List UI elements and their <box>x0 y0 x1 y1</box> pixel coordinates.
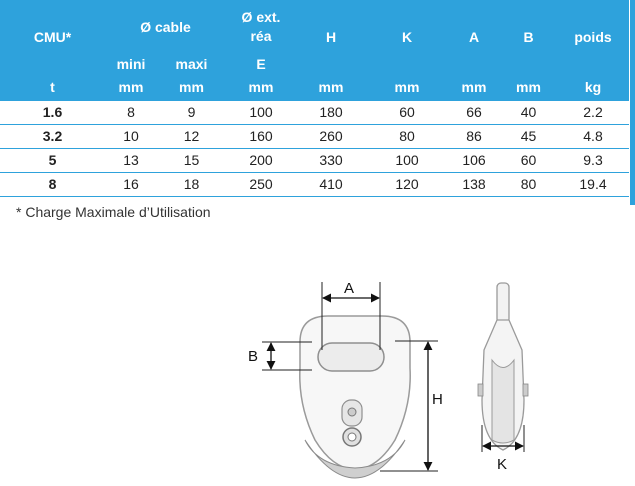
cell-cmu: 3.2 <box>0 124 105 149</box>
cell-ext: 160 <box>226 124 296 149</box>
pulley-slot <box>317 342 385 372</box>
unit-a: mm <box>448 74 500 100</box>
header-cable: Ø cable <box>105 0 226 53</box>
pulley-sheave-rim <box>304 439 406 479</box>
pulley-axle-center <box>347 432 357 442</box>
cell-maxi: 15 <box>157 148 226 173</box>
dimension-h-label: H <box>432 391 443 408</box>
cell-poids: 4.8 <box>557 124 629 149</box>
table-row: 3.2 10 12 160 260 80 86 45 4.8 <box>0 124 629 149</box>
dimension-h: H <box>380 340 443 472</box>
side-nut-right <box>522 383 529 397</box>
header-mini: mini <box>105 53 157 74</box>
pulley-side-view <box>477 282 529 451</box>
header-cmu: CMU* <box>0 0 105 74</box>
cell-k: 80 <box>366 124 448 149</box>
pulley-lock-pin <box>347 407 357 417</box>
cell-mini: 16 <box>105 172 157 197</box>
dimension-a-label: A <box>344 280 354 297</box>
table-edge-bar <box>630 0 635 205</box>
header-ext: Ø ext. réa <box>226 0 296 53</box>
footnote: * Charge Maximale d’Utilisation <box>16 204 211 220</box>
dimension-k-label: K <box>497 456 507 473</box>
unit-b: mm <box>500 74 557 100</box>
dimension-k: K <box>481 425 525 473</box>
cell-maxi: 9 <box>157 99 226 125</box>
header-ext-line3: E <box>226 53 296 74</box>
cell-ext: 200 <box>226 148 296 173</box>
table-row: 5 13 15 200 330 100 106 60 9.3 <box>0 148 629 173</box>
table-row: 1.6 8 9 100 180 60 66 40 2.2 <box>0 99 629 125</box>
side-nut-left <box>477 383 484 397</box>
unit-poids: kg <box>557 74 629 100</box>
header-h: H <box>296 0 366 74</box>
cell-h: 410 <box>296 172 366 197</box>
header-b: B <box>500 0 557 74</box>
cell-ext: 100 <box>226 99 296 125</box>
unit-mini: mm <box>105 74 157 100</box>
cell-mini: 8 <box>105 99 157 125</box>
header-ext-line1: Ø ext. <box>241 8 281 25</box>
pulley-front-view <box>299 315 411 479</box>
header-k: K <box>366 0 448 74</box>
header-ext-line2: réa <box>250 27 272 44</box>
header-poids: poids <box>557 0 629 74</box>
dimension-b-label: B <box>248 348 258 365</box>
cell-a: 86 <box>448 124 500 149</box>
spec-table: CMU* Ø cable Ø ext. réa H K A B poids mi… <box>0 0 629 197</box>
unit-cmu: t <box>0 74 105 100</box>
dimension-a: A <box>321 280 381 350</box>
cell-cmu: 5 <box>0 148 105 173</box>
unit-h: mm <box>296 74 366 100</box>
pulley-body-outline <box>299 315 411 471</box>
cell-b: 80 <box>500 172 557 197</box>
cell-poids: 9.3 <box>557 148 629 173</box>
cell-h: 330 <box>296 148 366 173</box>
cell-b: 45 <box>500 124 557 149</box>
cell-k: 100 <box>366 148 448 173</box>
unit-ext: mm <box>226 74 296 100</box>
unit-maxi: mm <box>157 74 226 100</box>
cell-maxi: 18 <box>157 172 226 197</box>
unit-k: mm <box>366 74 448 100</box>
cell-cmu: 8 <box>0 172 105 197</box>
cell-maxi: 12 <box>157 124 226 149</box>
side-shank <box>496 282 510 324</box>
dimension-b: B <box>248 341 312 371</box>
cell-k: 60 <box>366 99 448 125</box>
cell-b: 60 <box>500 148 557 173</box>
cell-a: 106 <box>448 148 500 173</box>
cell-b: 40 <box>500 99 557 125</box>
cell-mini: 13 <box>105 148 157 173</box>
cell-ext: 250 <box>226 172 296 197</box>
cell-cmu: 1.6 <box>0 99 105 125</box>
cell-h: 180 <box>296 99 366 125</box>
cell-poids: 2.2 <box>557 99 629 125</box>
cell-poids: 19.4 <box>557 172 629 197</box>
table-row: 8 16 18 250 410 120 138 80 19.4 <box>0 172 629 197</box>
cell-mini: 10 <box>105 124 157 149</box>
cell-h: 260 <box>296 124 366 149</box>
header-maxi: maxi <box>157 53 226 74</box>
header-a: A <box>448 0 500 74</box>
cell-a: 66 <box>448 99 500 125</box>
cell-k: 120 <box>366 172 448 197</box>
side-groove <box>491 358 515 444</box>
cell-a: 138 <box>448 172 500 197</box>
